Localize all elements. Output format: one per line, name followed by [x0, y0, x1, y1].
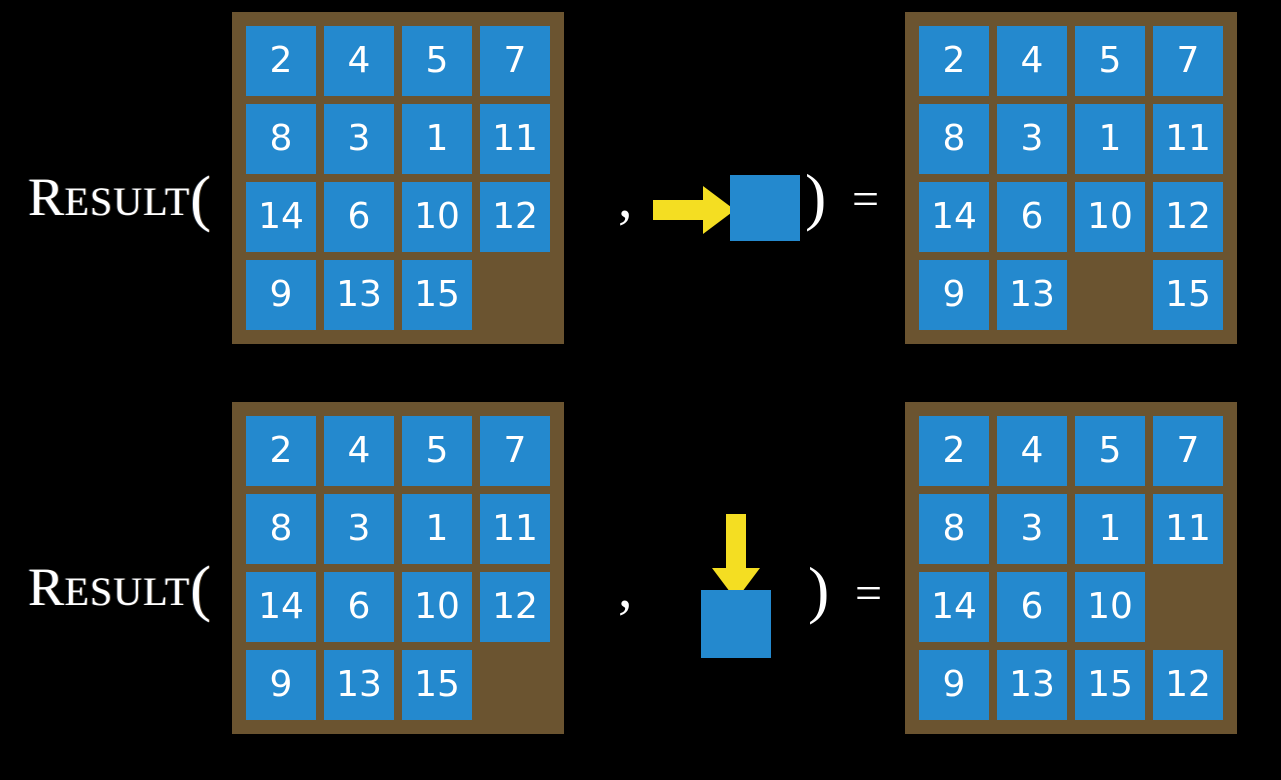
comma-separator-top: ,	[618, 164, 633, 230]
output-board-bottom: 2 4 5 7 8 3 1 11 14 6 10 9 13 15 12	[905, 402, 1237, 734]
tile[interactable]: 5	[402, 416, 472, 486]
tile[interactable]: 6	[324, 182, 394, 252]
tile[interactable]: 10	[1075, 572, 1145, 642]
empty-slot[interactable]	[480, 260, 550, 330]
input-board-top: 2 4 5 7 8 3 1 11 14 6 10 12 9 13 15	[232, 12, 564, 344]
close-paren-top: )	[805, 161, 827, 232]
equals-sign-top: =	[852, 173, 880, 226]
tile[interactable]: 13	[997, 260, 1067, 330]
tile[interactable]: 9	[246, 260, 316, 330]
result-function-label-top: RESULT(	[28, 164, 211, 230]
tile[interactable]: 8	[919, 494, 989, 564]
tile[interactable]: 14	[919, 572, 989, 642]
output-board-top: 2 4 5 7 8 3 1 11 14 6 10 12 9 13 15	[905, 12, 1237, 344]
result-label-initial: R	[28, 167, 65, 227]
tile[interactable]: 9	[919, 260, 989, 330]
tile[interactable]: 13	[324, 650, 394, 720]
tile[interactable]: 8	[246, 104, 316, 174]
result-label-initial: R	[28, 557, 65, 617]
tile[interactable]: 7	[480, 416, 550, 486]
tile[interactable]: 12	[1153, 650, 1223, 720]
tile[interactable]: 15	[402, 260, 472, 330]
open-paren-bottom: (	[190, 555, 212, 623]
input-board-bottom: 2 4 5 7 8 3 1 11 14 6 10 12 9 13 15	[232, 402, 564, 734]
tile[interactable]: 14	[246, 182, 316, 252]
tile[interactable]: 11	[480, 104, 550, 174]
tile[interactable]: 2	[919, 26, 989, 96]
tile[interactable]: 7	[480, 26, 550, 96]
tile[interactable]: 7	[1153, 416, 1223, 486]
tile[interactable]: 1	[1075, 494, 1145, 564]
tile[interactable]: 15	[1075, 650, 1145, 720]
tile[interactable]: 6	[324, 572, 394, 642]
tile[interactable]: 2	[246, 26, 316, 96]
open-paren-top: (	[190, 165, 212, 233]
tile[interactable]: 13	[324, 260, 394, 330]
arrow-down-icon	[712, 514, 760, 600]
move-tile-bottom[interactable]	[701, 590, 771, 658]
tile[interactable]: 1	[402, 104, 472, 174]
tile[interactable]: 13	[997, 650, 1067, 720]
tile[interactable]: 4	[324, 416, 394, 486]
equation-row-bottom: RESULT( 2 4 5 7 8 3 1 11 14 6 10 12 9 13…	[0, 390, 1281, 780]
tile[interactable]: 3	[324, 104, 394, 174]
tile[interactable]: 2	[246, 416, 316, 486]
result-label-remainder: ESULT	[64, 569, 191, 614]
tile[interactable]: 11	[1153, 494, 1223, 564]
tile[interactable]: 8	[919, 104, 989, 174]
tile[interactable]: 12	[480, 572, 550, 642]
tile[interactable]: 8	[246, 494, 316, 564]
tile[interactable]: 15	[402, 650, 472, 720]
tile[interactable]: 14	[919, 182, 989, 252]
equation-row-top: RESULT( 2 4 5 7 8 3 1 11 14 6 10 12 9 13…	[28, 0, 1237, 390]
operator-group-bottom: , ) =	[600, 390, 905, 780]
tile[interactable]: 12	[480, 182, 550, 252]
result-label-remainder: ESULT	[64, 179, 191, 224]
tile[interactable]: 9	[246, 650, 316, 720]
tile[interactable]: 6	[997, 572, 1067, 642]
operator-group-top: , ) =	[600, 0, 905, 390]
tile[interactable]: 10	[402, 572, 472, 642]
tile[interactable]: 4	[997, 416, 1067, 486]
tile[interactable]: 7	[1153, 26, 1223, 96]
tile[interactable]: 9	[919, 650, 989, 720]
tile[interactable]: 10	[402, 182, 472, 252]
tile[interactable]: 11	[480, 494, 550, 564]
empty-slot[interactable]	[1153, 572, 1223, 642]
empty-slot[interactable]	[480, 650, 550, 720]
tile[interactable]: 5	[1075, 416, 1145, 486]
tile[interactable]: 4	[997, 26, 1067, 96]
equals-sign-bottom: =	[855, 567, 883, 620]
move-tile-top[interactable]	[730, 175, 800, 241]
tile[interactable]: 2	[919, 416, 989, 486]
tile[interactable]: 12	[1153, 182, 1223, 252]
tile[interactable]: 3	[997, 494, 1067, 564]
tile[interactable]: 1	[402, 494, 472, 564]
comma-separator-bottom: ,	[618, 554, 633, 620]
arrow-right-icon	[653, 186, 735, 234]
close-paren-bottom: )	[808, 554, 830, 625]
tile[interactable]: 5	[1075, 26, 1145, 96]
tile[interactable]: 3	[997, 104, 1067, 174]
tile[interactable]: 3	[324, 494, 394, 564]
tile[interactable]: 10	[1075, 182, 1145, 252]
empty-slot[interactable]	[1075, 260, 1145, 330]
tile[interactable]: 15	[1153, 260, 1223, 330]
tile[interactable]: 5	[402, 26, 472, 96]
tile[interactable]: 4	[324, 26, 394, 96]
tile[interactable]: 1	[1075, 104, 1145, 174]
tile[interactable]: 6	[997, 182, 1067, 252]
tile[interactable]: 11	[1153, 104, 1223, 174]
result-function-label-bottom: RESULT(	[28, 554, 211, 620]
tile[interactable]: 14	[246, 572, 316, 642]
